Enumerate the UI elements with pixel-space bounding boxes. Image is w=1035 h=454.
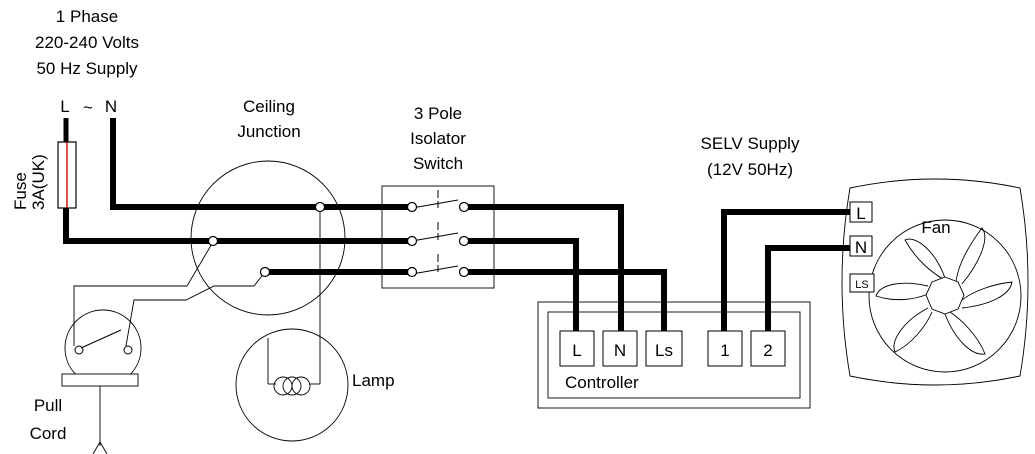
ceiling-junction-label-2: Junction [237, 122, 300, 141]
supply-n-label: N [105, 97, 117, 116]
supply-voltage-text: 220-240 Volts [35, 33, 139, 52]
fan-terminal-l-label: L [856, 204, 865, 223]
isolator-label-1: 3 Pole [414, 104, 462, 123]
isolator-label-3: Switch [413, 154, 463, 173]
isolator-ls-out [464, 269, 667, 331]
selv-supply-label: SELV Supply (12V 50Hz) [701, 134, 800, 179]
fan-terminal-n-label: N [855, 238, 867, 257]
fan-blades-icon [875, 227, 1013, 355]
selv-wire-1 [721, 209, 850, 331]
selv-wire-2 [765, 245, 850, 331]
lamp: Lamp [235, 208, 395, 442]
fan-terminal-ls-label: LS [855, 279, 868, 291]
fan: Fan L N LS [841, 178, 1029, 386]
pull-cord-label-2: Cord [30, 424, 67, 443]
fan-housing [841, 178, 1029, 386]
lamp-label: Lamp [352, 371, 395, 390]
fan-terminal-ls [849, 273, 875, 293]
controller-outer [537, 301, 811, 409]
lamp-filament [273, 376, 311, 396]
fuse-label: Fuse [11, 172, 30, 210]
controller-terminal-l [559, 330, 595, 367]
selv-label-2: (12V 50Hz) [707, 160, 793, 179]
controller-terminal-l-label: L [572, 341, 581, 360]
neutral-wire [110, 118, 412, 210]
controller-terminal-n [602, 330, 638, 367]
controller-terminal-1-label: 1 [720, 341, 729, 360]
live-wire [63, 208, 412, 244]
pull-cord-switch: Pull Cord [30, 309, 142, 454]
controller-terminal-ls [645, 330, 683, 367]
connection-points [207, 201, 470, 278]
fuse: Fuse 3A(UK) [11, 118, 77, 210]
controller-terminal-n-label: N [614, 341, 626, 360]
fan-ring [868, 219, 1022, 373]
supply-frequency-text: 50 Hz Supply [36, 59, 138, 78]
controller-label: Controller [565, 373, 639, 392]
fuse-rating-label: 3A(UK) [29, 154, 48, 210]
mains-wiring [63, 118, 850, 331]
isolator-box [381, 185, 495, 289]
ceiling-junction-label-1: Ceiling [243, 97, 295, 116]
controller: Controller L N Ls 1 2 [537, 301, 811, 409]
supply-label: 1 Phase 220-240 Volts 50 Hz Supply L ~ N [35, 7, 139, 117]
isolator-label-2: Isolator [410, 129, 466, 148]
controller-terminal-2 [750, 330, 786, 367]
isolator-switch: 3 Pole Isolator Switch [381, 104, 495, 289]
pull-switch-wires [73, 241, 266, 347]
controller-terminal-ls-label: Ls [655, 341, 673, 360]
controller-terminal-2-label: 2 [763, 341, 772, 360]
supply-phase-text: 1 Phase [56, 7, 118, 26]
supply-l-label: L [60, 97, 69, 116]
lamp-circle [235, 328, 349, 442]
selv-label-1: SELV Supply [701, 134, 800, 153]
supply-tilde: ~ [83, 98, 93, 117]
pull-switch-base [61, 373, 139, 387]
controller-inner [547, 311, 801, 399]
fan-hub [925, 276, 965, 315]
isolator-live-out [464, 238, 579, 331]
fan-title: Fan [921, 218, 950, 237]
pull-cord-label-1: Pull [34, 396, 62, 415]
isolator-neutral-out [464, 204, 624, 331]
